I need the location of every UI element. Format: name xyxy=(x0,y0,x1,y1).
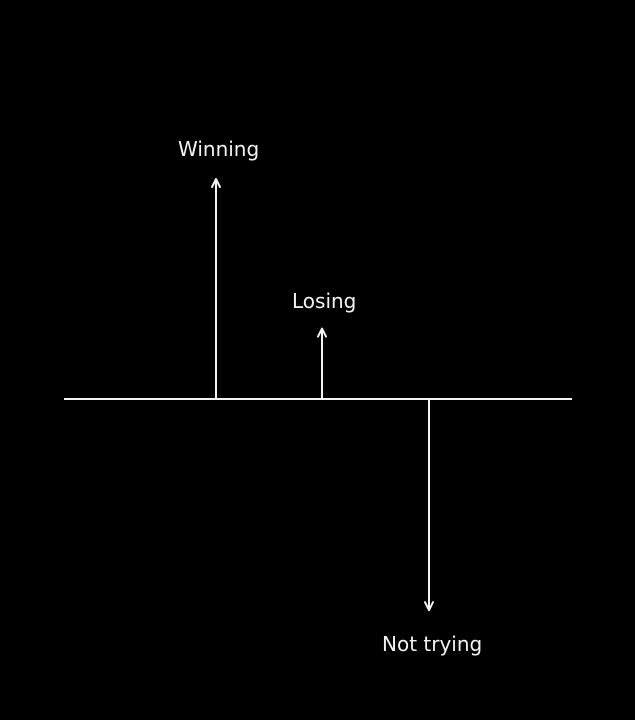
arrow-layer xyxy=(211,178,434,612)
label-losing: Losing xyxy=(292,289,357,313)
arrowhead-icon xyxy=(317,327,327,338)
arrowhead-icon xyxy=(211,178,221,188)
arrow-not-trying xyxy=(424,399,434,612)
arrow-winning xyxy=(211,178,221,399)
label-not-trying: Not trying xyxy=(382,632,483,656)
label-winning: Winning xyxy=(178,137,260,161)
arrowhead-icon xyxy=(424,601,434,612)
arrow-losing xyxy=(317,327,327,399)
